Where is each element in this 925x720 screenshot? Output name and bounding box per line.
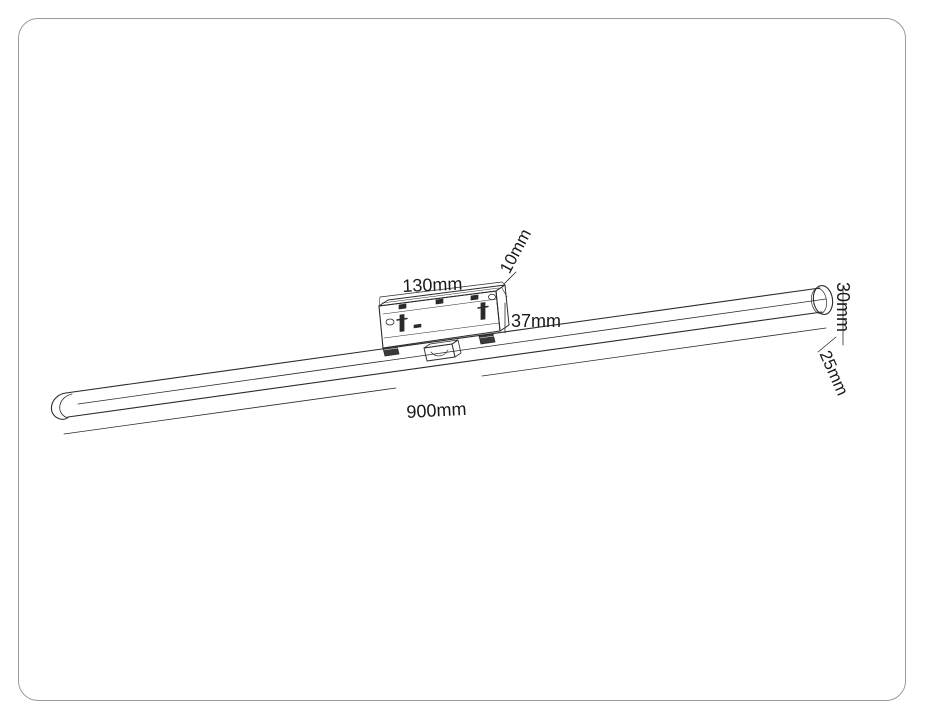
- dimension-25mm: [817, 336, 837, 353]
- dimension-label-130mm: 130mm: [401, 273, 463, 296]
- dimension-37mm: [501, 287, 508, 334]
- mounting-bracket: [378, 284, 510, 362]
- tube-right-endcap: [811, 285, 834, 315]
- dimension-900mm: [63, 327, 827, 435]
- drawing-border: [18, 18, 906, 701]
- dimension-130mm: [378, 281, 506, 307]
- tube-left-endcap: [50, 392, 73, 420]
- dimension-label-37mm: 37mm: [511, 311, 562, 331]
- dimension-10mm: [503, 271, 517, 285]
- dimension-label-900mm: 900mm: [405, 398, 467, 422]
- tube-body: [65, 287, 827, 418]
- dimension-label-30mm: 30mm: [833, 282, 853, 333]
